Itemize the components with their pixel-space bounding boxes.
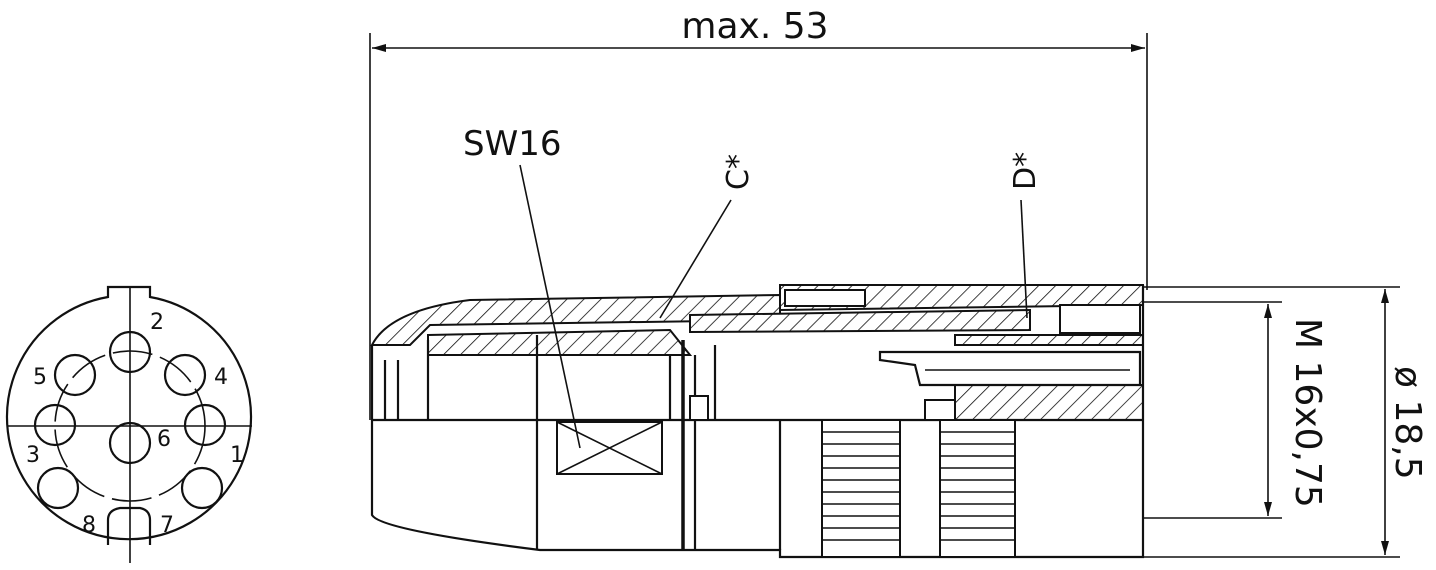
pin-label-6: 6 [157,427,171,452]
pin-1 [183,403,227,447]
length-dimension: max. 53 [369,6,1148,420]
length-label: max. 53 [681,6,828,47]
pin-8 [36,466,80,510]
pin-6 [108,421,152,465]
pin-5 [53,353,97,397]
pin-label-2: 2 [150,310,164,335]
pin-label-1: 1 [230,443,244,468]
pin-label-7: 7 [160,513,174,538]
knurl-1 [821,419,901,558]
knurl-2 [939,419,1016,558]
callout-d-label: D* [1008,152,1043,190]
pin-4 [163,353,207,397]
pin-face-view: 1 2 3 4 5 6 7 8 [5,285,253,563]
thread-label: M 16x0,75 [1287,318,1328,508]
callout-c-label: C* [721,154,756,190]
wrench-size-label: SW16 [463,124,561,164]
pin-label-3: 3 [26,443,40,468]
connector-side-view [370,284,1145,559]
pin-7 [180,466,224,510]
pin-label-4: 4 [214,365,228,390]
pitch-circle [54,350,206,502]
pin-3 [33,403,77,447]
diameter-label: ø 18,5 [1387,366,1428,480]
diameter-dimensions: M 16x0,75 ø 18,5 [1143,286,1428,558]
face-outline [5,285,253,541]
callouts: SW16 C* D* [463,124,1043,449]
pin-2 [108,330,152,374]
pin-label-8: 8 [82,513,96,538]
pin-label-5: 5 [33,365,47,390]
